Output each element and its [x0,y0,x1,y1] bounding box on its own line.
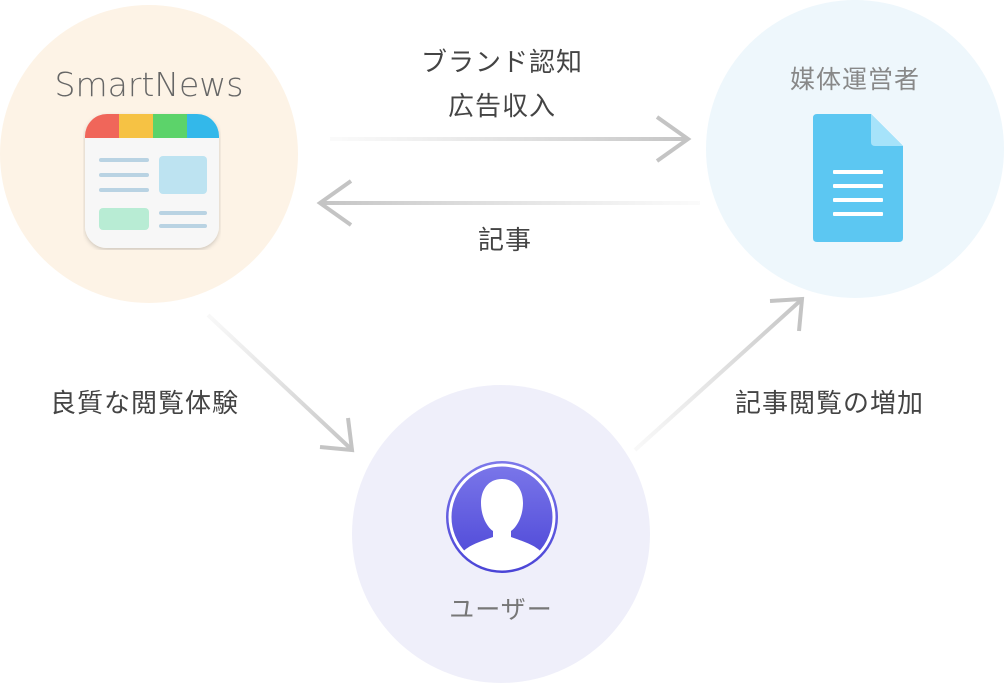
label-articles: 記事 [477,226,532,256]
label-brand-awareness: ブランド認知 [420,48,583,78]
arrow-to-user [206,313,355,453]
smartnews-title: SmartNews [54,65,244,104]
arrow-to-smartnews [316,179,700,227]
document-icon [813,114,903,242]
smartnews-node: SmartNews [0,5,298,303]
smartnews-app-icon [85,114,219,248]
publisher-node: 媒体運営者 [706,0,1004,298]
arrow-to-publisher [330,115,692,163]
publisher-title: 媒体運営者 [789,65,920,94]
user-title: ユーザー [449,595,553,624]
label-quality-reading: 良質な閲覧体験 [50,389,240,419]
arrow-to-publisher-from-user [633,296,805,452]
user-node: ユーザー [352,385,650,683]
label-ad-revenue: 広告収入 [447,92,556,122]
user-avatar-icon [446,461,558,573]
label-increased-views: 記事閲覧の増加 [735,389,925,419]
